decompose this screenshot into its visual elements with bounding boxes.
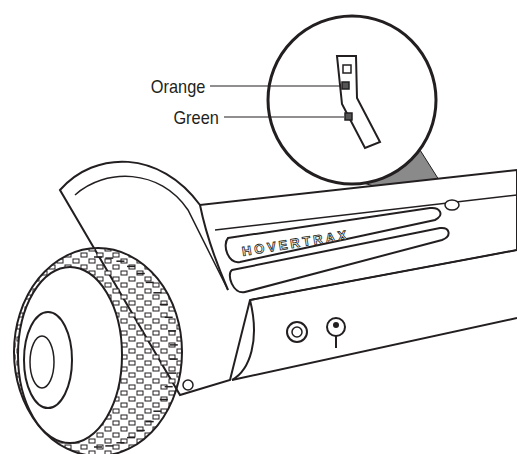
- deck-edge: [250, 250, 517, 300]
- body-corner: [232, 300, 254, 380]
- wheel-side: [18, 267, 122, 443]
- callout-label: Orange: [151, 77, 206, 96]
- charge-port: [327, 318, 345, 336]
- tread-mark: [146, 282, 154, 284]
- tire: [14, 248, 182, 454]
- tread-mark: [94, 446, 102, 448]
- tread-mark: [153, 410, 161, 412]
- callout-circle: [268, 16, 436, 184]
- charge-port: [333, 322, 339, 328]
- tread-mark: [170, 344, 178, 346]
- orange-light: [342, 82, 349, 89]
- tire-tread: [94, 257, 178, 447]
- hub: [30, 336, 54, 388]
- tread-mark: [137, 273, 145, 275]
- tread-mark: [105, 445, 113, 447]
- power-button: [287, 322, 307, 342]
- body-bottom: [232, 318, 517, 380]
- tread-mark: [165, 317, 173, 319]
- leader-line: [210, 85, 341, 86]
- tread-mark: [105, 257, 113, 259]
- charge-port: [335, 336, 337, 348]
- tread-mark: [127, 437, 135, 439]
- tread-mark: [165, 386, 173, 388]
- tread-mark: [94, 256, 102, 258]
- tread-mark: [170, 358, 178, 360]
- tread-mark: [116, 260, 124, 262]
- callout-label: Green: [173, 108, 218, 127]
- tread-mark: [137, 430, 145, 432]
- indicator-panel: [337, 56, 380, 148]
- tread-mark: [160, 304, 168, 306]
- tread-mark: [116, 442, 124, 444]
- tread-mark: [168, 372, 176, 374]
- fender-edge: [200, 205, 228, 290]
- indicator-light: [445, 200, 459, 210]
- tread-mark: [127, 266, 135, 268]
- indicator-square: [343, 65, 351, 73]
- leader-line: [224, 116, 344, 117]
- hub: [24, 312, 72, 408]
- tread-mark: [146, 421, 154, 423]
- tread-mark: [168, 330, 176, 332]
- green-light: [345, 113, 352, 120]
- power-button: [292, 327, 302, 337]
- light: [183, 380, 193, 390]
- tread-mark: [153, 292, 161, 294]
- tread-mark: [160, 399, 168, 401]
